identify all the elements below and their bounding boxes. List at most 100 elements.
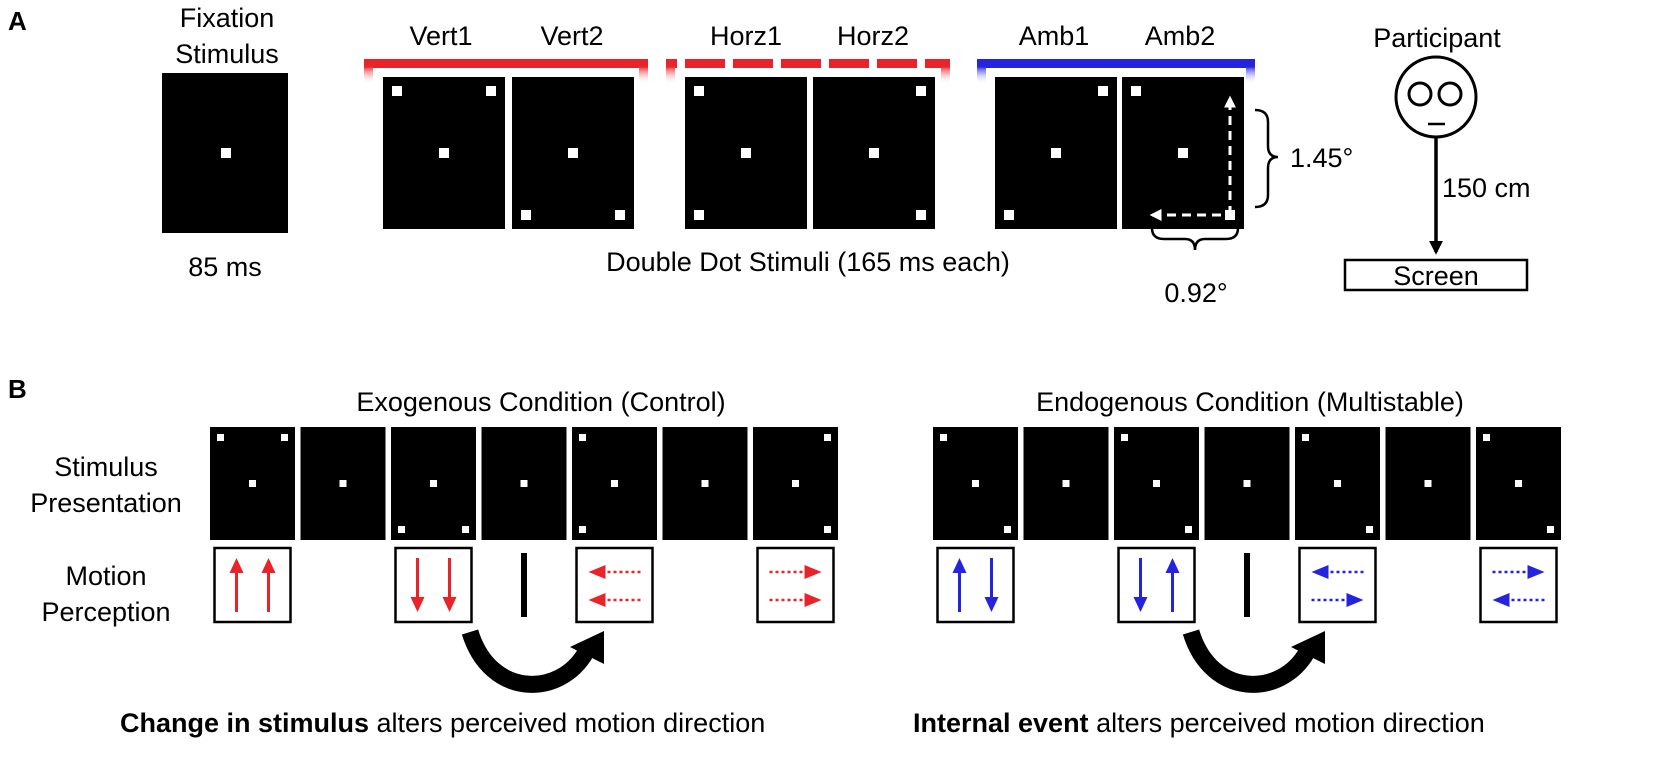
screen-label: Screen [1393, 261, 1479, 291]
percept-bar [1244, 553, 1250, 617]
dot-br [1547, 526, 1554, 533]
percept-box [1298, 546, 1377, 624]
dot-br [1004, 526, 1011, 533]
motion-arrow-head [1133, 597, 1148, 612]
motion-arrow-head [442, 597, 457, 612]
exogenous-caption-rest: alters perceived motion direction [369, 708, 765, 738]
percept-box-down-down [394, 546, 473, 624]
dot-c [1051, 148, 1061, 158]
dot-c [339, 480, 347, 487]
motion-arrow-head [1527, 565, 1545, 579]
motion-arrow-head [804, 565, 822, 579]
dot-tl [579, 434, 586, 441]
stimulus-frame-horz2 [813, 77, 935, 229]
height-angle-label: 1.45° [1290, 143, 1353, 173]
exogenous-transition-arrow [461, 629, 604, 693]
percept-box-right-left [1479, 546, 1558, 624]
endogenous-transition-arrow [1182, 629, 1325, 693]
participant-label: Participant [1373, 23, 1501, 53]
dot-tl [1302, 434, 1309, 441]
stimulus-label-vert1: Vert1 [409, 21, 472, 51]
dot-c [741, 148, 751, 158]
dot-bl [579, 526, 586, 533]
presentation-frame-3 [391, 427, 476, 540]
stimulus-label-amb2: Amb2 [1145, 21, 1216, 51]
presentation-frame-2 [300, 427, 386, 540]
dot-tr [486, 86, 496, 96]
double-dot-stimuli [383, 77, 1244, 229]
ambiguous-group-bracket [977, 59, 1255, 84]
dot-bl [1004, 210, 1014, 220]
width-brace [1150, 227, 1240, 251]
height-brace [1254, 108, 1279, 209]
dot-c [972, 480, 979, 487]
motion-arrow-head [1346, 593, 1364, 607]
dot-bl [398, 526, 405, 533]
percept-box [1117, 546, 1196, 624]
dot-tl [1131, 86, 1141, 96]
motion-arrow-head [588, 593, 606, 607]
motion-arrow-head [984, 597, 999, 612]
dot-c [701, 480, 709, 487]
horizontal-group-bracket [666, 59, 950, 84]
viewing-distance-label: 150 cm [1442, 173, 1531, 203]
dot-c [439, 148, 449, 158]
stimulus-frame-vert2 [512, 77, 634, 229]
dot-br [1185, 526, 1192, 533]
exogenous-title: Exogenous Condition (Control) [356, 387, 725, 417]
presentation-frame-5 [572, 427, 657, 540]
percept-box [756, 546, 835, 624]
dot-c [1178, 148, 1188, 158]
percept-box [213, 546, 292, 624]
presentation-frame-5 [1295, 427, 1380, 540]
endogenous-caption-rest: alters perceived motion direction [1089, 708, 1485, 738]
dot-tl [694, 86, 704, 96]
dot-c [611, 480, 618, 487]
dot-br [824, 526, 831, 533]
fixation-duration: 85 ms [188, 252, 262, 282]
dot-br [615, 210, 625, 220]
percept-box [394, 546, 473, 624]
motion-arrow-head [952, 558, 967, 573]
dot-c [1243, 480, 1251, 487]
presentation-frame-2 [1023, 427, 1109, 540]
dot-c [1153, 480, 1160, 487]
stimulus-frame-amb1 [995, 77, 1117, 229]
presentation-frame-7 [753, 427, 838, 540]
percept-bar [521, 553, 527, 617]
vertical-group-bracket [364, 59, 648, 84]
presentation-frame-6 [662, 427, 748, 540]
dot-tl [1121, 434, 1128, 441]
motion-arrow-head [229, 558, 244, 573]
percept-box [575, 546, 654, 624]
motion-arrow-head [1165, 558, 1180, 573]
exogenous-caption-bold: Change in stimulus [120, 708, 369, 738]
dot-c [869, 148, 879, 158]
presentation-frame-4 [1204, 427, 1290, 540]
double-dot-caption: Double Dot Stimuli (165 ms each) [606, 247, 1010, 277]
dot-tl [217, 434, 224, 441]
dot-bl [694, 210, 704, 220]
row-label-motion-line2: Perception [41, 597, 170, 627]
dot-tr [824, 434, 831, 441]
row-label-stimulus-line1: Stimulus [54, 452, 158, 482]
motion-path-arrows [1149, 95, 1236, 221]
endogenous-caption: Internal event alters perceived motion d… [913, 708, 1485, 738]
exogenous-caption: Change in stimulus alters perceived moti… [120, 708, 765, 738]
motion-arrow-head [1311, 565, 1329, 579]
motion-arrow-head [410, 597, 425, 612]
dot-tl [1483, 434, 1490, 441]
dot-c [568, 148, 578, 158]
presentation-frame-3 [1114, 427, 1199, 540]
presentation-frame-6 [1385, 427, 1471, 540]
percept-box [936, 546, 1015, 624]
percept-box-left-right [1298, 546, 1377, 624]
dot-c [1515, 480, 1522, 487]
dot-c [792, 480, 799, 487]
motion-arrow-head [261, 558, 276, 573]
presentation-frame-1 [210, 427, 295, 540]
stimulus-label-vert2: Vert2 [540, 21, 603, 51]
row-label-stimulus-line2: Presentation [30, 488, 182, 518]
endogenous-condition [933, 427, 1561, 624]
